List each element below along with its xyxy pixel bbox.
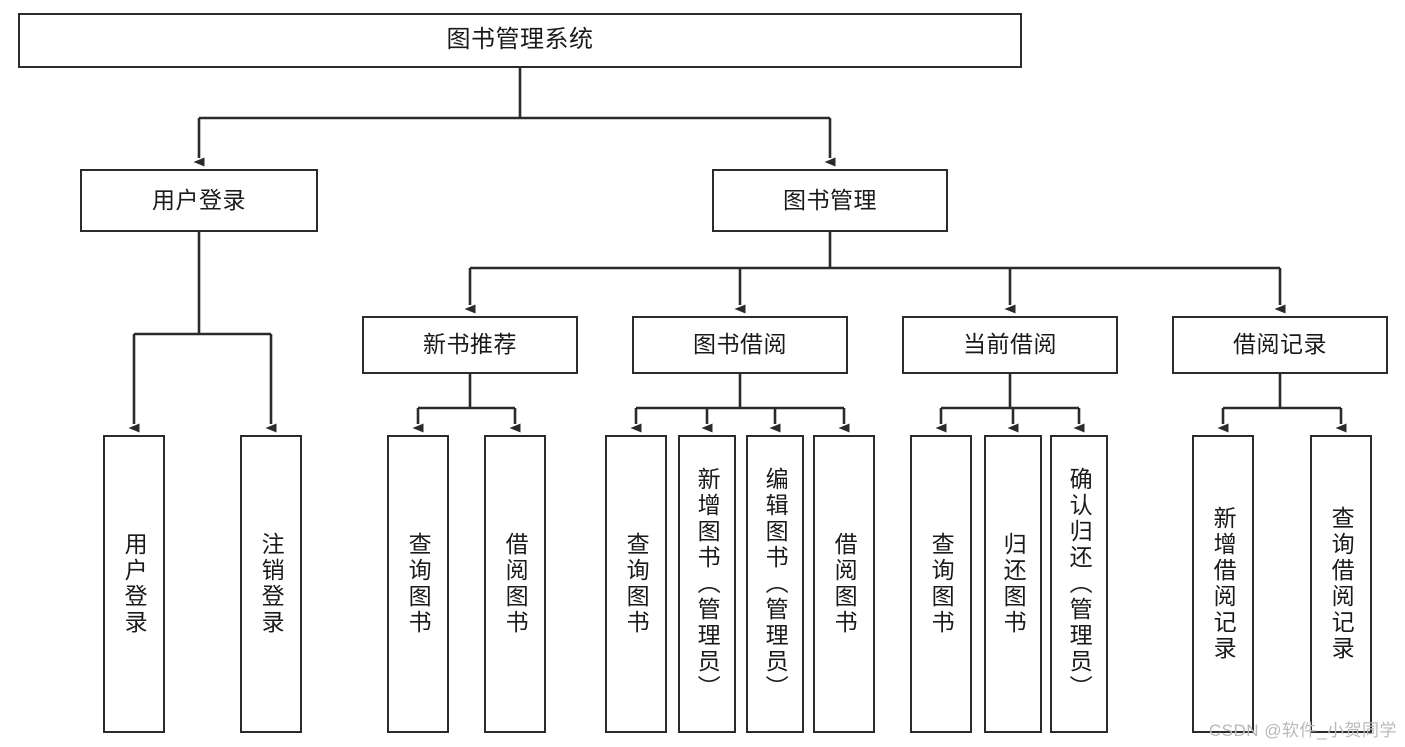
node-root-label: 图书管理系统 bbox=[446, 26, 594, 54]
node-current-borrow-label: 当前借阅 bbox=[963, 331, 1057, 358]
leaf-leaf-query-record-label: 查询借阅记录 bbox=[1328, 506, 1355, 662]
leaf-leaf-user-logout[interactable]: 注销登录 bbox=[240, 435, 302, 733]
leaf-leaf-add-record[interactable]: 新增借阅记录 bbox=[1192, 435, 1254, 733]
leaf-leaf-query-book-3[interactable]: 查询图书 bbox=[910, 435, 972, 733]
node-root[interactable]: 图书管理系统 bbox=[18, 13, 1022, 68]
leaf-leaf-edit-book-label: 编辑图书（管理员） bbox=[762, 467, 789, 701]
leaf-leaf-user-login[interactable]: 用户登录 bbox=[103, 435, 165, 733]
leaf-leaf-query-book-2[interactable]: 查询图书 bbox=[605, 435, 667, 733]
leaf-leaf-return-book-label: 归还图书 bbox=[1000, 532, 1027, 636]
leaf-leaf-confirm-return[interactable]: 确认归还（管理员） bbox=[1050, 435, 1108, 733]
node-book-borrow-label: 图书借阅 bbox=[693, 331, 787, 358]
node-book-borrow[interactable]: 图书借阅 bbox=[632, 316, 848, 374]
leaf-leaf-add-book-label: 新增图书（管理员） bbox=[694, 467, 721, 701]
node-book-manage-label: 图书管理 bbox=[783, 186, 877, 213]
leaf-leaf-query-book-2-label: 查询图书 bbox=[623, 532, 650, 636]
leaf-leaf-query-book-1[interactable]: 查询图书 bbox=[387, 435, 449, 733]
node-new-book-recommend[interactable]: 新书推荐 bbox=[362, 316, 578, 374]
leaf-leaf-add-record-label: 新增借阅记录 bbox=[1210, 506, 1237, 662]
leaf-leaf-borrow-book-2[interactable]: 借阅图书 bbox=[813, 435, 875, 733]
node-new-book-recommend-label: 新书推荐 bbox=[423, 331, 517, 358]
node-book-manage[interactable]: 图书管理 bbox=[712, 169, 948, 232]
leaf-leaf-return-book[interactable]: 归还图书 bbox=[984, 435, 1042, 733]
leaf-leaf-query-book-3-label: 查询图书 bbox=[928, 532, 955, 636]
leaf-leaf-borrow-book-1-label: 借阅图书 bbox=[502, 532, 529, 636]
node-borrow-record[interactable]: 借阅记录 bbox=[1172, 316, 1388, 374]
leaf-leaf-user-logout-label: 注销登录 bbox=[258, 532, 285, 636]
leaf-leaf-borrow-book-2-label: 借阅图书 bbox=[831, 532, 858, 636]
node-user-login[interactable]: 用户登录 bbox=[80, 169, 318, 232]
node-user-login-label: 用户登录 bbox=[152, 186, 246, 213]
leaf-leaf-query-book-1-label: 查询图书 bbox=[405, 532, 432, 636]
leaf-leaf-query-record[interactable]: 查询借阅记录 bbox=[1310, 435, 1372, 733]
node-current-borrow[interactable]: 当前借阅 bbox=[902, 316, 1118, 374]
leaf-leaf-user-login-label: 用户登录 bbox=[121, 532, 148, 636]
leaf-leaf-confirm-return-label: 确认归还（管理员） bbox=[1066, 467, 1093, 701]
watermark: CSDN @软件_小贺同学 bbox=[1208, 721, 1397, 740]
leaf-leaf-add-book[interactable]: 新增图书（管理员） bbox=[678, 435, 736, 733]
leaf-leaf-edit-book[interactable]: 编辑图书（管理员） bbox=[746, 435, 804, 733]
leaf-leaf-borrow-book-1[interactable]: 借阅图书 bbox=[484, 435, 546, 733]
node-borrow-record-label: 借阅记录 bbox=[1233, 331, 1327, 358]
